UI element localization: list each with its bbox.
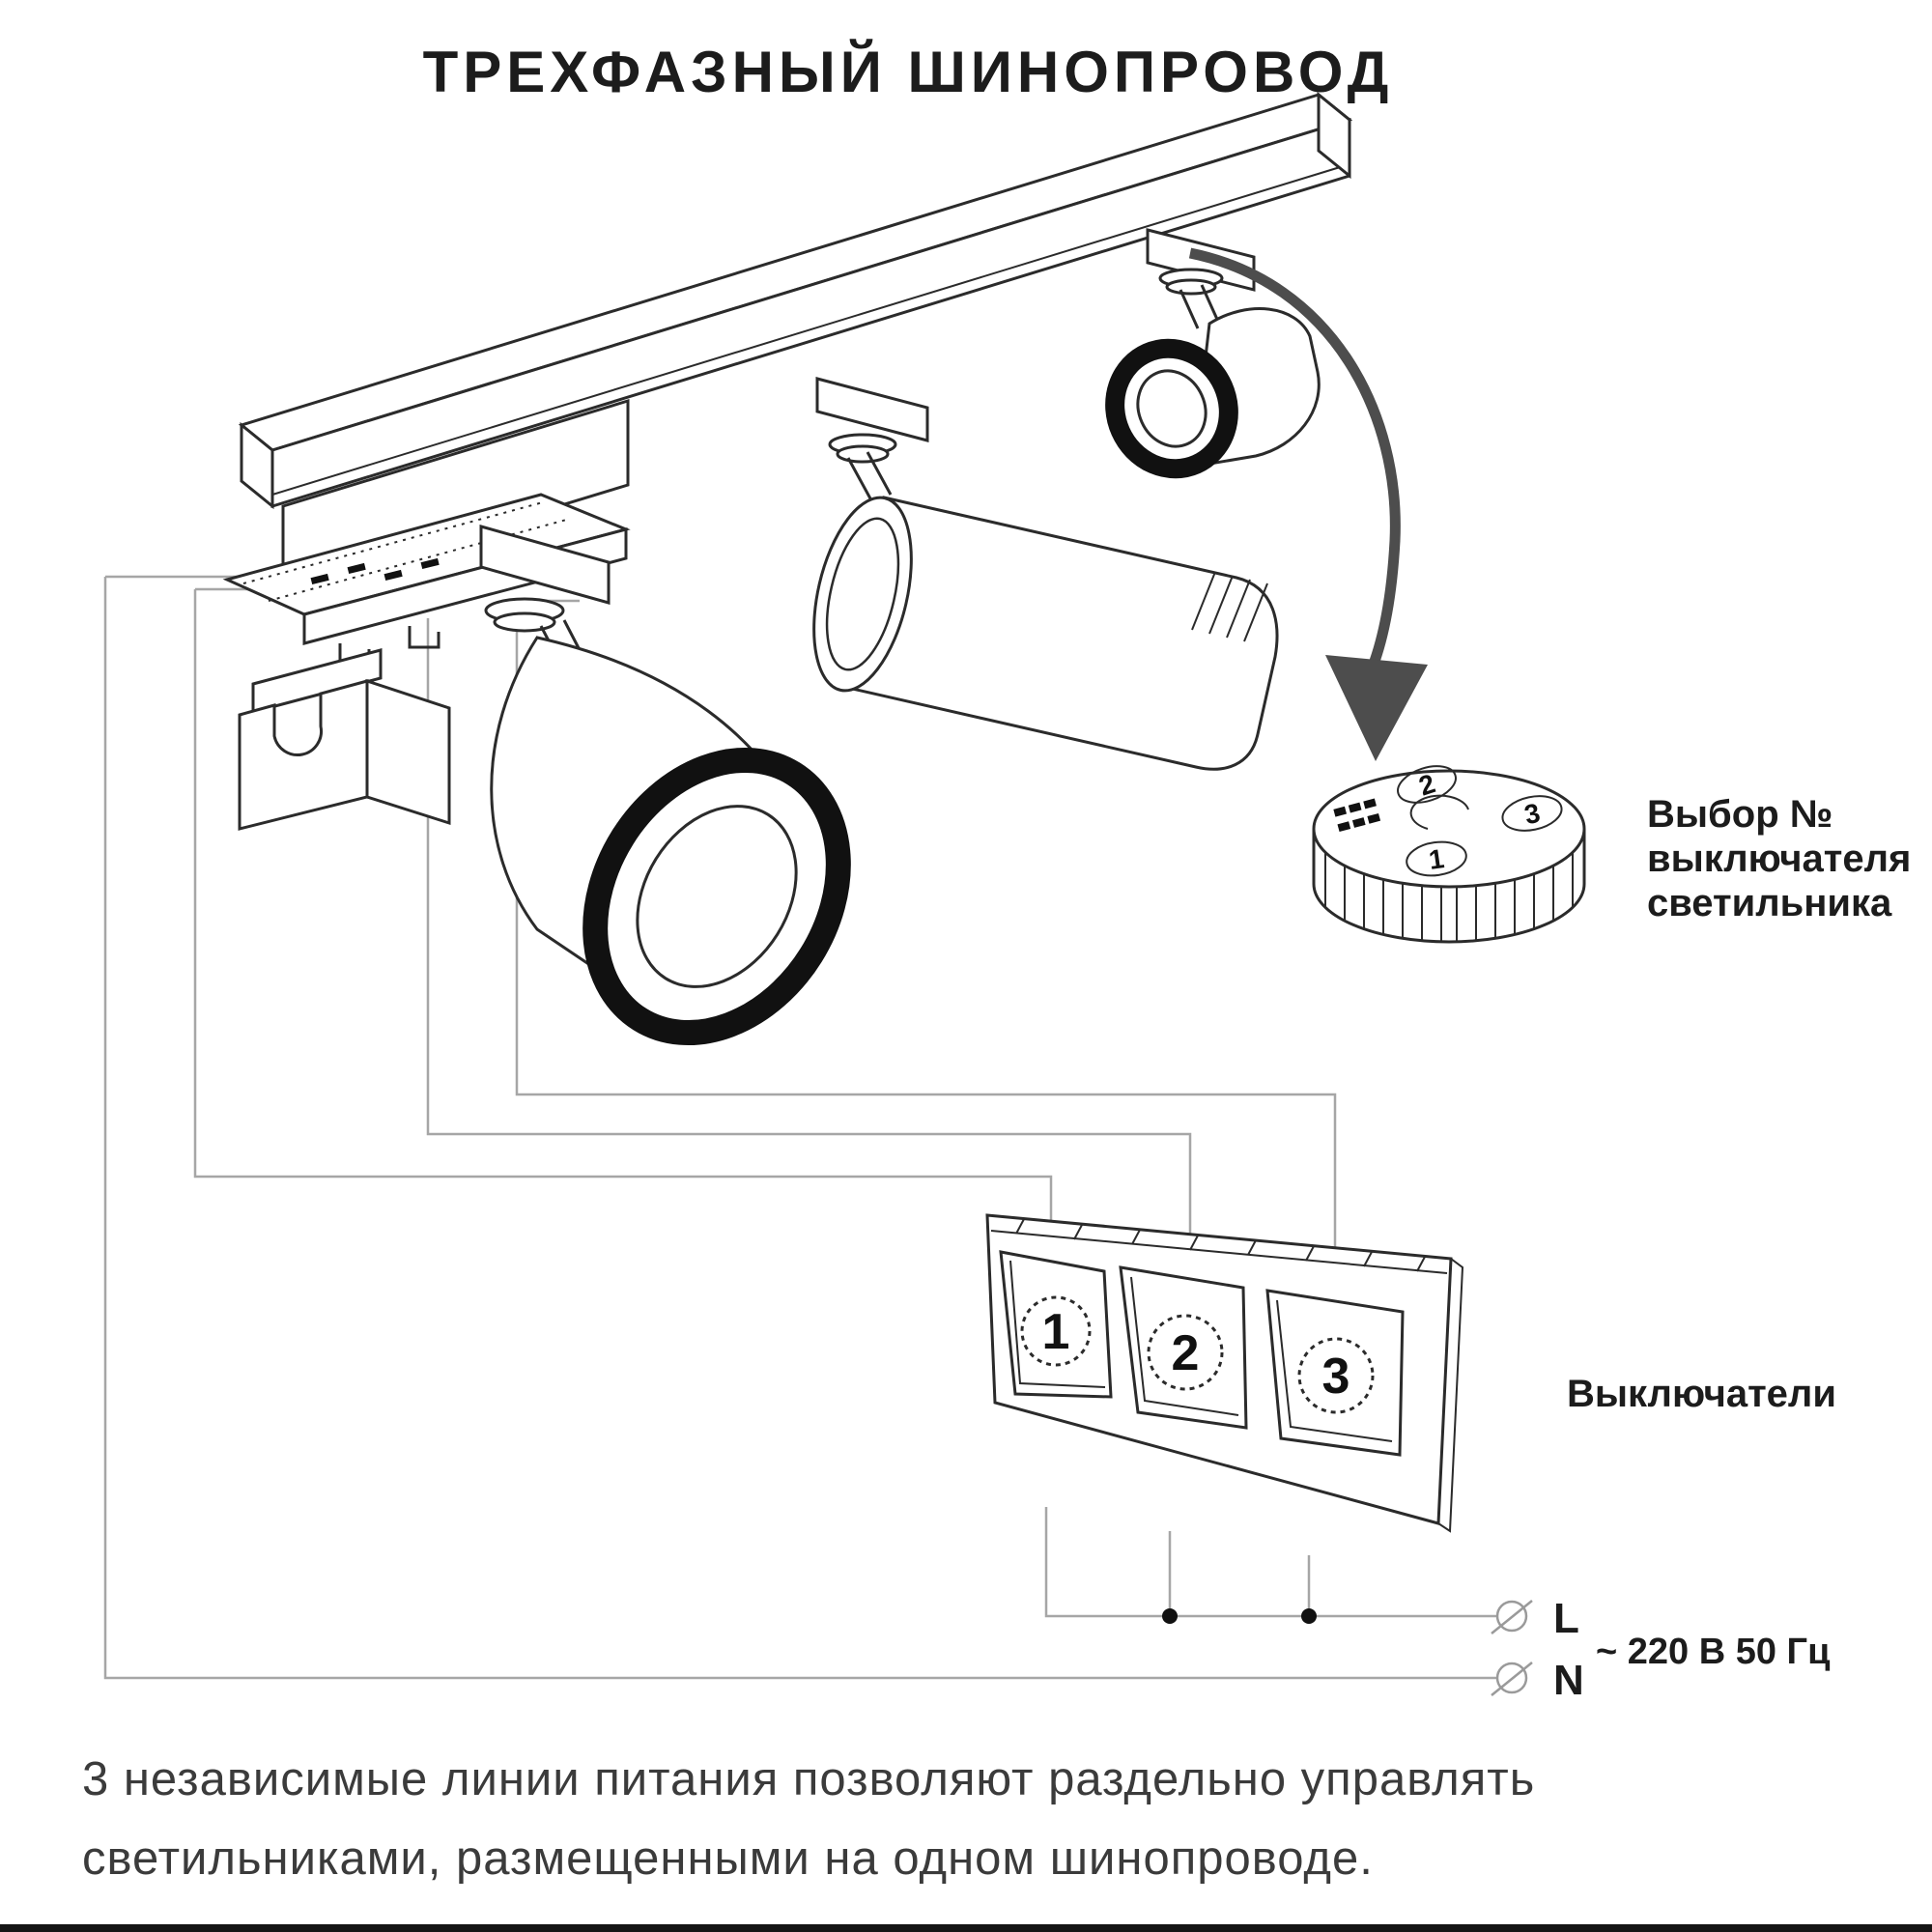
spotlight-3 (1105, 228, 1321, 479)
terminal-n (1491, 1662, 1533, 1696)
switch-2-number: 2 (1172, 1325, 1200, 1381)
contact-pads (310, 557, 440, 585)
lamp-body (846, 496, 1279, 771)
junction-dot (1301, 1608, 1317, 1624)
switch-2[interactable]: 2 (1119, 1265, 1248, 1430)
spotlight-1 (479, 525, 851, 1046)
dial-position-3: 3 (1501, 795, 1563, 832)
caption-line2: светильниками, размещенными на одном шин… (82, 1833, 1374, 1885)
page-title: ТРЕХФАЗНЫЙ ШИНОПРОВОД (423, 40, 1394, 104)
neutral-terminal-label: N (1553, 1657, 1584, 1704)
switches-label: Выключатели (1567, 1373, 1836, 1415)
switch-panel: 1 2 3 (985, 1213, 1464, 1533)
panel-bevel-hatch (1015, 1218, 1426, 1272)
mains-voltage-label: ~ 220 В 50 Гц (1596, 1632, 1831, 1672)
wiring-lines (103, 575, 1496, 1680)
switch-3[interactable]: 3 (1265, 1289, 1405, 1457)
dial-position-1: 1 (1406, 840, 1467, 877)
terminal-l (1491, 1600, 1533, 1634)
dial-note-line3: светильника (1647, 882, 1892, 924)
caption-line1: 3 независимые линии питания позволяют ра… (82, 1753, 1535, 1805)
dial-note-line2: выключателя (1647, 838, 1911, 880)
svg-text:1: 1 (1427, 843, 1446, 875)
end-cap-box (238, 648, 451, 831)
phase2-wire (426, 618, 1192, 1304)
lens-ring (582, 747, 851, 1046)
dial-knurl (1324, 852, 1574, 942)
bottom-edge-strip (0, 1924, 1932, 1932)
lens-ring (812, 496, 913, 693)
live-wire (1044, 1507, 1496, 1618)
switch-1-number: 1 (1042, 1304, 1070, 1360)
track-adapter (479, 525, 611, 605)
phase-selector-dial: 2 3 1 (1312, 765, 1586, 944)
junction-dot (1162, 1608, 1178, 1624)
heatsink-fins (1191, 571, 1268, 642)
track-rail (238, 91, 1353, 593)
cable-notch (238, 679, 369, 831)
line-terminal-label: L (1553, 1595, 1579, 1642)
spotlight-2 (812, 377, 1279, 771)
rotate-arrow-icon (1188, 247, 1428, 761)
track-adapter (815, 377, 929, 442)
phase-grid-icon (1333, 798, 1381, 833)
switch-1[interactable]: 1 (999, 1250, 1113, 1399)
dial-note-line1: Выбор № (1647, 793, 1833, 836)
lens-ring (1105, 338, 1238, 479)
switch-3-number: 3 (1322, 1349, 1350, 1405)
neutral-wire (103, 577, 1496, 1680)
svg-text:3: 3 (1521, 798, 1543, 831)
